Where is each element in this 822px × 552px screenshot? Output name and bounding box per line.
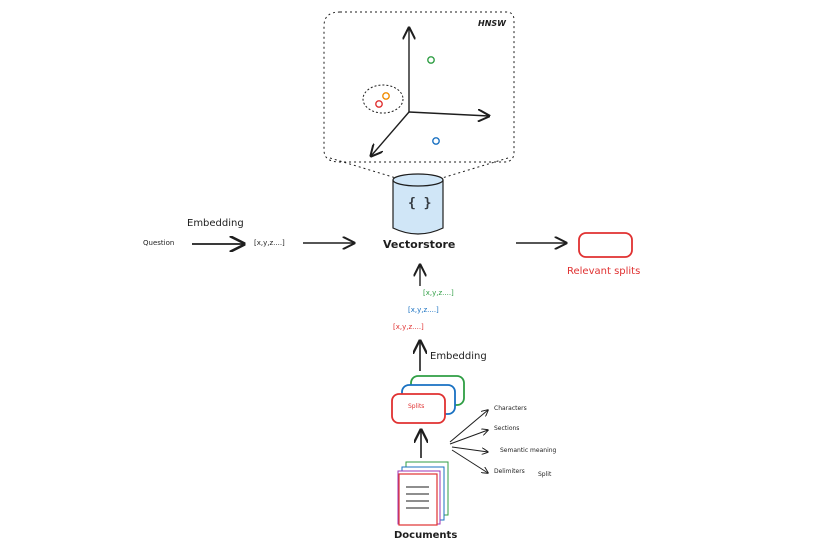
point-blue <box>432 137 440 145</box>
doc-vector-blue: [x,y,z....] <box>408 306 439 314</box>
question-label: Question <box>143 239 175 247</box>
hnsw-panel <box>323 11 515 163</box>
splits-label: Splits <box>408 403 425 410</box>
query-vector: [x,y,z....] <box>254 239 285 247</box>
point-red <box>375 100 383 108</box>
relevant-splits-label: Relevant splits <box>567 266 641 277</box>
point-green <box>427 56 435 64</box>
axis-z <box>371 111 410 156</box>
arrow-delimiters <box>451 449 488 473</box>
arrow-semantic <box>451 446 488 452</box>
cluster-ellipse <box>362 84 404 114</box>
vectorstore-icon: { } <box>408 196 432 211</box>
doc-vector-red: [x,y,z....] <box>393 323 424 331</box>
doc-vector-green: [x,y,z....] <box>423 289 454 297</box>
split-method-semantic: Semantic meaning <box>500 447 557 454</box>
hnsw-title: HNSW <box>478 19 506 28</box>
funnel-left <box>329 157 397 179</box>
arrow-characters <box>449 410 488 443</box>
documents-label: Documents <box>394 530 458 541</box>
split-note: Split <box>538 471 552 478</box>
vectorstore-label: Vectorstore <box>383 238 456 251</box>
split-method-delimiters: Delimiters <box>494 468 525 475</box>
arrow-sections <box>449 430 488 445</box>
split-box-red <box>391 393 446 424</box>
point-orange <box>382 92 390 100</box>
document-sheet-red <box>398 473 438 526</box>
funnel-right <box>441 157 509 179</box>
split-method-sections: Sections <box>494 425 520 432</box>
split-method-characters: Characters <box>494 405 527 412</box>
document-lines-icon <box>406 486 429 509</box>
vectorstore-cylinder <box>392 173 444 235</box>
splits-embedding-label: Embedding <box>430 351 487 362</box>
axis-x <box>408 112 489 116</box>
query-embedding-label: Embedding <box>187 218 244 229</box>
relevant-splits-box <box>578 232 633 258</box>
